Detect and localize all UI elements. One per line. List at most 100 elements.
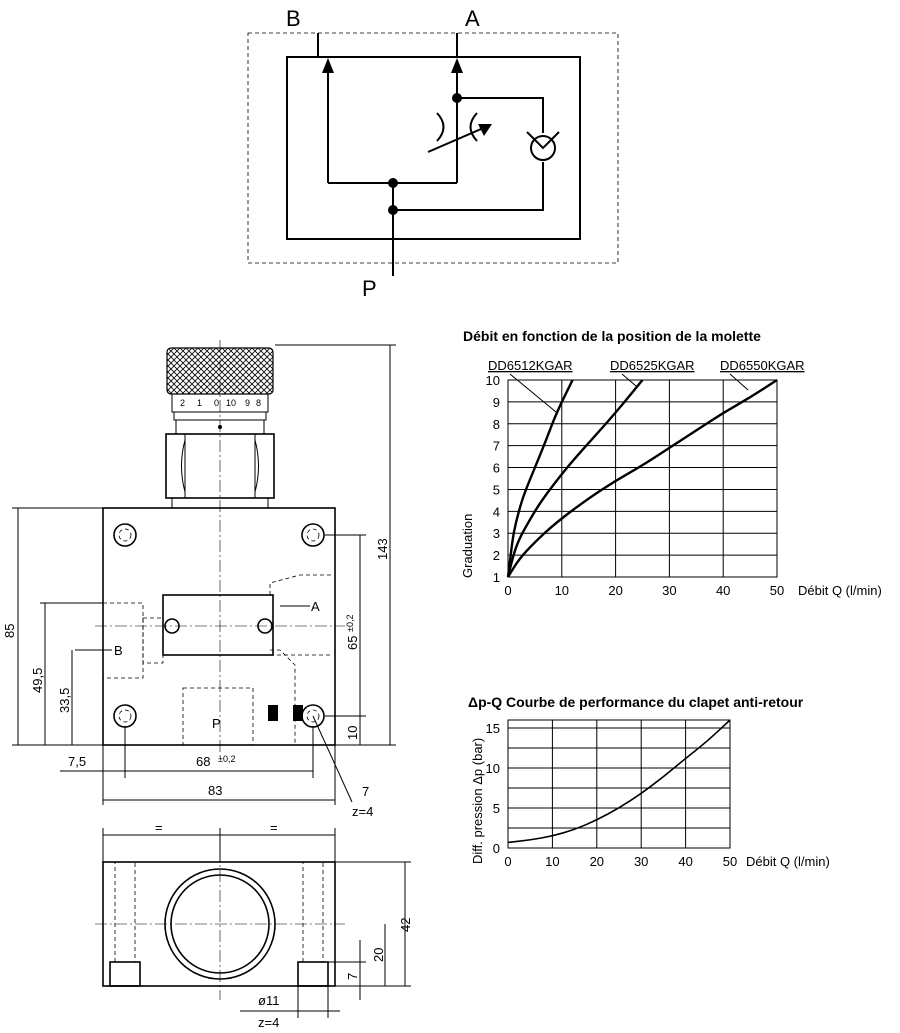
port-b-label: B	[114, 643, 123, 658]
hydraulic-schematic: B A P	[247, 6, 619, 301]
x-tick-label: 50	[770, 583, 784, 598]
dim-10: 10	[345, 726, 360, 740]
port-p-label: P	[212, 716, 221, 731]
chart1-x-label: Débit Q (l/min)	[798, 583, 882, 598]
y-tick-label: 9	[493, 395, 500, 410]
dim-hole-7: 7	[362, 784, 369, 799]
y-tick-label: 5	[493, 482, 500, 497]
plot-frame	[507, 719, 731, 849]
x-tick-label: 50	[723, 854, 737, 869]
series-line-dd6525kgar	[506, 379, 644, 578]
mounting-hole	[113, 523, 137, 547]
check-valve-dp-chart: Δp-Q Courbe de performance du clapet ant…	[468, 694, 830, 869]
port-a-label: A	[311, 599, 320, 614]
dim-20: 20	[371, 948, 386, 962]
x-tick-label: 10	[545, 854, 559, 869]
schematic-boundary	[247, 32, 619, 264]
front-view-drawing: 2 1 0 10 9 8	[2, 340, 396, 819]
chart1-y-ticks: 1 2 3 4 5 6 7 8 9 10	[486, 373, 500, 585]
dim-equal-left: =	[155, 820, 163, 835]
x-tick-label: 40	[678, 854, 692, 869]
legend-dd6525kgar: DD6525KGAR	[610, 358, 695, 373]
y-tick-label: 7	[493, 439, 500, 454]
series-line-dd6512kgar	[506, 379, 574, 578]
arrow-up-icon	[451, 58, 463, 73]
scale-mark: 0	[214, 398, 219, 408]
y-tick-label: 5	[493, 801, 500, 816]
mounting-hole	[301, 523, 325, 547]
dim-68: 68	[196, 754, 210, 769]
dim-33-5: 33,5	[57, 688, 72, 713]
x-tick-label: 20	[590, 854, 604, 869]
dim-83: 83	[208, 783, 222, 798]
dim-diameter-11: ø11	[258, 993, 279, 1008]
scale-mark: 8	[256, 398, 261, 408]
dim-65: 65	[345, 636, 360, 650]
x-tick-label: 10	[555, 583, 569, 598]
inner-cavity	[162, 594, 274, 656]
scale-mark: 1	[197, 398, 202, 408]
arrow-up-icon	[322, 58, 334, 73]
dim-7-5: 7,5	[68, 754, 86, 769]
chart2-title: Δp-Q Courbe de performance du clapet ant…	[468, 694, 804, 710]
x-tick-label: 30	[634, 854, 648, 869]
adjustable-throttle-icon	[427, 112, 492, 153]
chart1-grid	[507, 379, 778, 578]
junction-dot	[388, 205, 398, 215]
y-tick-label: 15	[486, 721, 500, 736]
dim-68-tolerance: ±0,2	[218, 754, 235, 764]
scale-mark: 2	[180, 398, 185, 408]
chart2-grid	[507, 719, 731, 849]
legend-leader	[509, 373, 557, 413]
legend-dd6550kgar: DD6550KGAR	[720, 358, 805, 373]
dim-85: 85	[2, 624, 17, 638]
x-tick-label: 20	[608, 583, 622, 598]
flow-vs-knob-chart: Débit en fonction de la position de la m…	[460, 328, 882, 598]
chart2-x-label: Débit Q (l/min)	[746, 854, 830, 869]
legend-leader	[621, 373, 637, 387]
chart2-x-ticks: 0 10 20 30 40 50	[504, 854, 737, 869]
dim-hole-count: z=4	[352, 804, 373, 819]
y-tick-label: 4	[493, 504, 500, 519]
dim-143: 143	[375, 538, 390, 560]
x-tick-label: 0	[504, 583, 511, 598]
x-tick-label: 30	[662, 583, 676, 598]
bottom-view-drawing: = = 42 20 7 ø11 z=4	[95, 820, 413, 1030]
y-tick-label: 10	[486, 761, 500, 776]
dim-65-tolerance: ±0,2	[345, 615, 355, 632]
chart2-series	[507, 719, 731, 844]
chart2-y-ticks: 0 5 10 15	[486, 721, 500, 856]
scale-mark: 10	[226, 398, 236, 408]
plot-frame	[507, 379, 778, 578]
legend-leader	[729, 373, 749, 391]
y-tick-label: 2	[493, 548, 500, 563]
chart1-y-label: Graduation	[460, 514, 475, 578]
x-tick-label: 40	[716, 583, 730, 598]
series-line-clapet-anti-retour	[507, 719, 731, 844]
check-valve-icon	[526, 131, 560, 161]
schematic-port-b-label: B	[286, 6, 301, 31]
schematic-port-a-label: A	[465, 6, 480, 31]
dim-49-5: 49,5	[30, 668, 45, 693]
x-tick-label: 0	[504, 854, 511, 869]
y-tick-label: 1	[493, 570, 500, 585]
legend-dd6512kgar: DD6512KGAR	[488, 358, 573, 373]
y-tick-label: 10	[486, 373, 500, 388]
dim-equal-right: =	[270, 820, 278, 835]
junction-dot	[452, 93, 462, 103]
mounting-hole	[113, 704, 137, 728]
y-tick-label: 0	[493, 841, 500, 856]
dim-hole-count-bottom: z=4	[258, 1015, 279, 1030]
chart1-title: Débit en fonction de la position de la m…	[463, 328, 761, 344]
y-tick-label: 3	[493, 526, 500, 541]
chart1-series	[506, 378, 778, 578]
dim-7-counterbore: 7	[345, 973, 360, 980]
junction-dot	[388, 178, 398, 188]
chart1-x-ticks: 0 10 20 30 40 50	[504, 583, 784, 598]
dim-42: 42	[398, 918, 413, 932]
schematic-port-p-label: P	[362, 276, 377, 301]
y-tick-label: 8	[493, 417, 500, 432]
chart2-y-label: Diff. pression Δp (bar)	[470, 738, 485, 864]
y-tick-label: 6	[493, 461, 500, 476]
scale-mark: 9	[245, 398, 250, 408]
